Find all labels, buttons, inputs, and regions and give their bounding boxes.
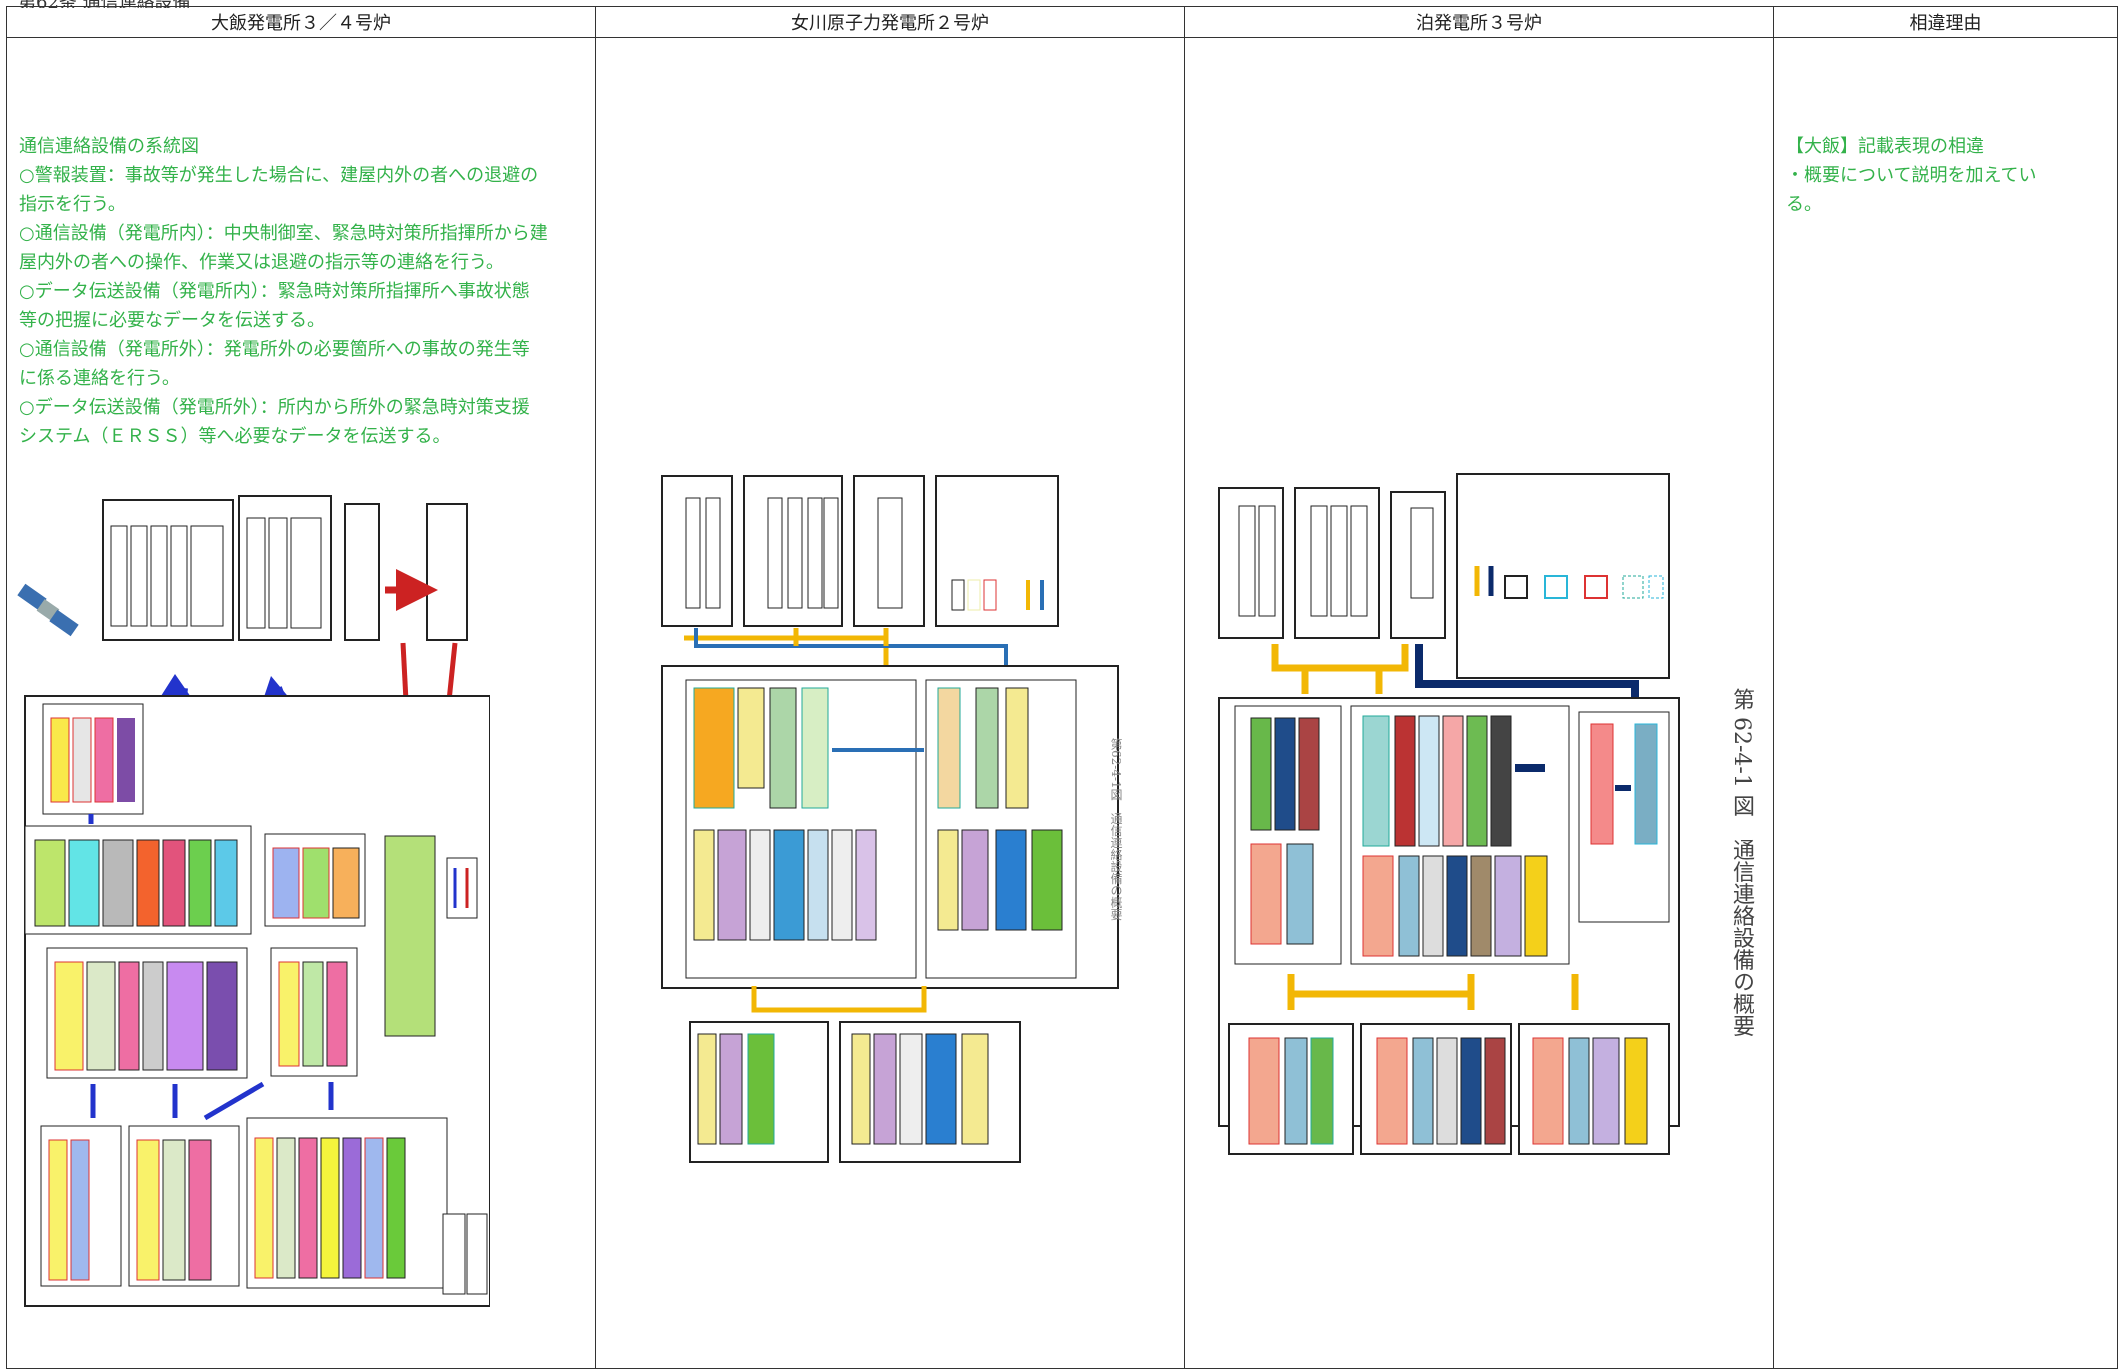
ohi-line: ○データ伝送設備（発電所内）：緊急時対策所指揮所へ事故状態 [19, 277, 594, 306]
ohi-line: ○通信設備（発電所外）：発電所外の必要箇所への事故の発生等 [19, 335, 594, 364]
content-row: 通信連絡設備の系統図 ○警報装置：事故等が発生した場合に、建屋内外の者への退避の… [7, 38, 2118, 1369]
column-header-reason: 相違理由 [1774, 7, 2118, 38]
onagawa-cell: 第62-4-1図 通信連絡設備の概要 [596, 38, 1185, 1369]
reason-line: 【大飯】記載表現の相違 [1786, 132, 2066, 161]
ohi-description: 通信連絡設備の系統図 ○警報装置：事故等が発生した場合に、建屋内外の者への退避の… [19, 132, 594, 451]
ohi-line: 指示を行う。 [19, 190, 594, 219]
comparison-table: 大飯発電所３／４号炉 女川原子力発電所２号炉 泊発電所３号炉 相違理由 通信連絡… [6, 6, 2118, 1369]
reason-line: ・概要について説明を加えている。 [1786, 161, 2066, 219]
ohi-system-diagram [15, 478, 490, 1328]
column-header-onagawa: 女川原子力発電所２号炉 [596, 7, 1185, 38]
tomari-system-diagram [1215, 448, 1695, 1168]
tomari-cell: 第 62-4-1 図 通信連絡設備の概要 [1185, 38, 1774, 1369]
ohi-line: 等の把握に必要なデータを伝送する。 [19, 306, 594, 335]
onagawa-figure-caption: 第62-4-1図 通信連絡設備の概要 [1108, 738, 1125, 921]
column-header-tomari: 泊発電所３号炉 [1185, 7, 1774, 38]
onagawa-system-diagram [656, 470, 1126, 1170]
reason-cell: 【大飯】記載表現の相違 ・概要について説明を加えている。 [1774, 38, 2118, 1369]
reason-text: 【大飯】記載表現の相違 ・概要について説明を加えている。 [1786, 132, 2066, 219]
ohi-line: システム（ＥＲＳＳ）等へ必要なデータを伝送する。 [19, 422, 594, 451]
ohi-line: ○警報装置：事故等が発生した場合に、建屋内外の者への退避の [19, 161, 594, 190]
ohi-line: 屋内外の者への操作、作業又は退避の指示等の連絡を行う。 [19, 248, 594, 277]
ohi-cell: 通信連絡設備の系統図 ○警報装置：事故等が発生した場合に、建屋内外の者への退避の… [7, 38, 596, 1369]
ohi-line: ○データ伝送設備（発電所外）：所内から所外の緊急時対策支援 [19, 393, 594, 422]
ohi-line: に係る連絡を行う。 [19, 364, 594, 393]
tomari-figure-caption: 第 62-4-1 図 通信連絡設備の概要 [1725, 688, 1757, 1037]
ohi-line: 通信連絡設備の系統図 [19, 132, 594, 161]
ohi-line: ○通信設備（発電所内）：中央制御室、緊急時対策所指揮所から建 [19, 219, 594, 248]
header-row: 大飯発電所３／４号炉 女川原子力発電所２号炉 泊発電所３号炉 相違理由 [7, 7, 2118, 38]
satellite-icon [17, 584, 78, 636]
column-header-ohi: 大飯発電所３／４号炉 [7, 7, 596, 38]
